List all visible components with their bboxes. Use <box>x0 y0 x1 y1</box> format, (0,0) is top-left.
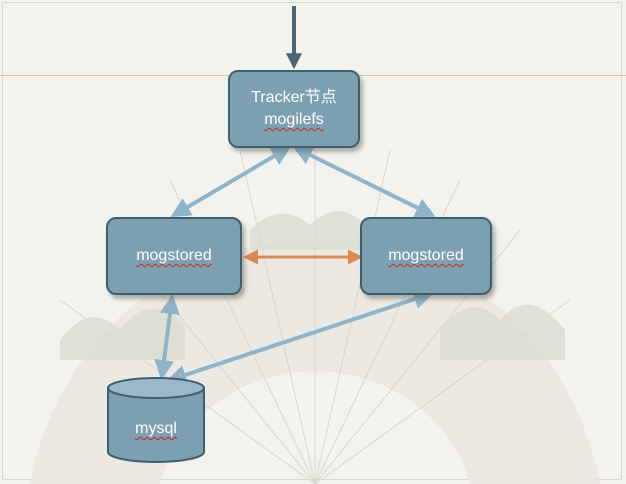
database-label-wrap: mysql <box>106 420 206 438</box>
database-cylinder <box>107 377 205 463</box>
link-store-left-database <box>154 294 180 380</box>
tracker-node: Tracker节点 mogilefs <box>228 70 360 148</box>
link-tracker-store-right <box>292 146 436 217</box>
tracker-node-subtitle: mogilefs <box>264 111 324 128</box>
store-node-left: mogstored <box>106 217 242 295</box>
store-node-right: mogstored <box>360 217 492 295</box>
store-node-right-label: mogstored <box>388 247 464 264</box>
tracker-node-title: Tracker节点 <box>251 89 337 106</box>
store-node-left-label: mogstored <box>136 247 212 264</box>
link-store-right-database <box>166 289 434 385</box>
link-tracker-store-left <box>170 145 292 218</box>
database-label: mysql <box>135 420 177 437</box>
